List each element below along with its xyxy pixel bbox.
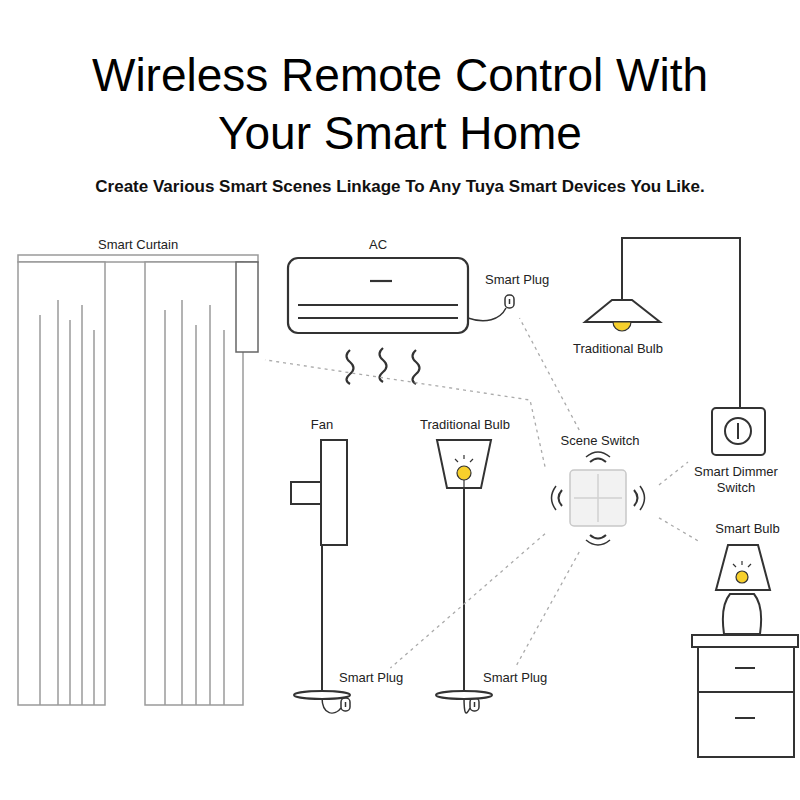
device-node: Smart Curtain [15,234,265,709]
device-node: Smart Plug [333,668,415,716]
curtain-drawing [18,255,258,705]
device-node: Fan [290,414,358,704]
device-node: Scene Switch [545,430,659,552]
device-label: Smart Plug [483,670,547,686]
device-node: AC [285,234,475,334]
floor-lamp [436,440,492,699]
device-label: Smart Curtain [98,237,178,253]
plug-icon [322,295,514,713]
scene-switch-icon [552,452,645,545]
ac-drawing [288,258,506,384]
fan-drawing [291,440,350,699]
device-label: Traditional Bulb [566,341,670,357]
device-node: Smart Dimmer Switch [688,402,788,502]
device-node: Traditional Bulb [415,414,519,704]
device-label: Smart Bulb [700,521,795,537]
device-node: Smart Plug [455,668,555,716]
device-label: Fan [290,417,354,433]
device-label: Smart Dimmer Switch [688,464,784,496]
page-title: Wireless Remote Control With Your Smart … [70,46,730,162]
signal-link [520,318,580,430]
signal-link [659,518,700,542]
dimmer-switch [712,408,765,455]
device-label: Traditional Bulb [415,417,515,433]
device-label: Scene Switch [545,433,655,449]
device-label: Smart Plug [485,272,549,288]
device-node: Smart Bulb [700,518,799,638]
pendant-lamp [585,238,740,408]
smart-lamp [692,545,798,757]
signal-link [515,552,579,668]
device-label: Smart Plug [339,670,403,686]
signal-link [390,534,545,668]
device-node: Traditional Bulb [566,296,674,366]
signal-link [265,360,545,467]
device-node: Smart Plug [482,270,557,318]
signal-link [659,462,688,485]
device-label: AC [285,237,471,253]
subtitle: Create Various Smart Scenes Linkage To A… [0,176,800,198]
